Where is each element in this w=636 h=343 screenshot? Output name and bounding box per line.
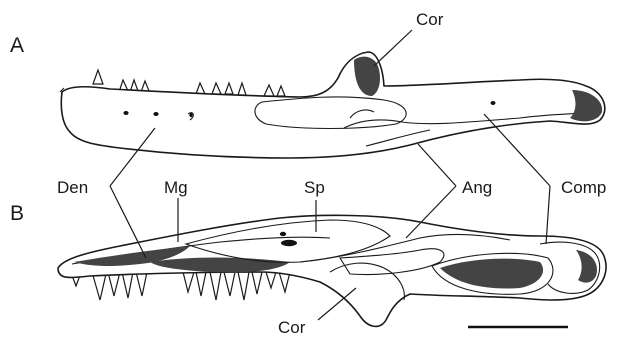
label-ang: Ang: [462, 178, 492, 197]
label-cor-bottom: Cor: [278, 318, 306, 337]
label-sp: Sp: [304, 178, 325, 197]
panel-label-b: B: [10, 202, 24, 225]
label-den: Den: [57, 178, 88, 197]
label-comp: Comp: [561, 178, 606, 197]
jaw-lateral-view: [60, 52, 605, 158]
jaw-medial-view: [58, 215, 606, 326]
panel-label-a: A: [10, 34, 24, 57]
dentary-outline-a: [61, 52, 605, 158]
label-cor-top: Cor: [416, 10, 444, 29]
label-mg: Mg: [164, 178, 188, 197]
